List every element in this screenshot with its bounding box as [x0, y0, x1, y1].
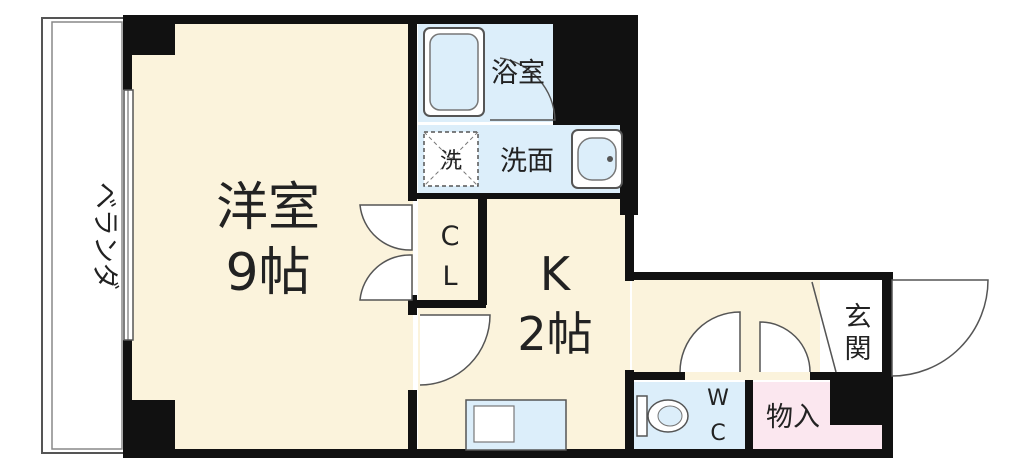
entrance-floor: [820, 275, 890, 380]
storage-door-swing: [759, 321, 811, 373]
western-room-floor: [128, 18, 413, 453]
toilet-label-1: W: [707, 386, 729, 411]
entrance-step: [811, 281, 837, 373]
washer-label: 洗: [440, 149, 462, 174]
wash-basin: [571, 129, 623, 189]
kitchen-sink: [465, 399, 567, 451]
toilet-fixture: [636, 395, 689, 437]
closet-label-2: L: [442, 261, 457, 292]
kitchen-door-swing: [419, 314, 491, 386]
storage-label: 物入: [766, 402, 820, 433]
western-room-door: [359, 204, 413, 301]
walls: [123, 15, 893, 458]
bathroom-name: 浴室: [491, 58, 545, 89]
western-room-size: 9帖: [225, 243, 310, 303]
washer-spot: [423, 131, 479, 187]
entrance-label-2: 関: [845, 334, 872, 365]
toilet-label-2: C: [710, 421, 725, 446]
washroom-name: 洗面: [500, 146, 554, 177]
western-room-name: 洋室: [216, 178, 320, 238]
closet-label-1: C: [441, 221, 460, 252]
bathtub: [423, 27, 485, 117]
kitchen-name: K: [540, 247, 572, 301]
balcony-label: ベランダ: [89, 182, 120, 290]
toilet-door-swing: [679, 311, 741, 373]
bath-door-swing: [490, 57, 556, 121]
entrance-door-swing: [891, 279, 989, 377]
window: [123, 89, 134, 341]
kitchen-size: 2帖: [517, 307, 592, 361]
balcony: [41, 17, 128, 454]
entrance-label-1: 玄: [845, 302, 872, 333]
